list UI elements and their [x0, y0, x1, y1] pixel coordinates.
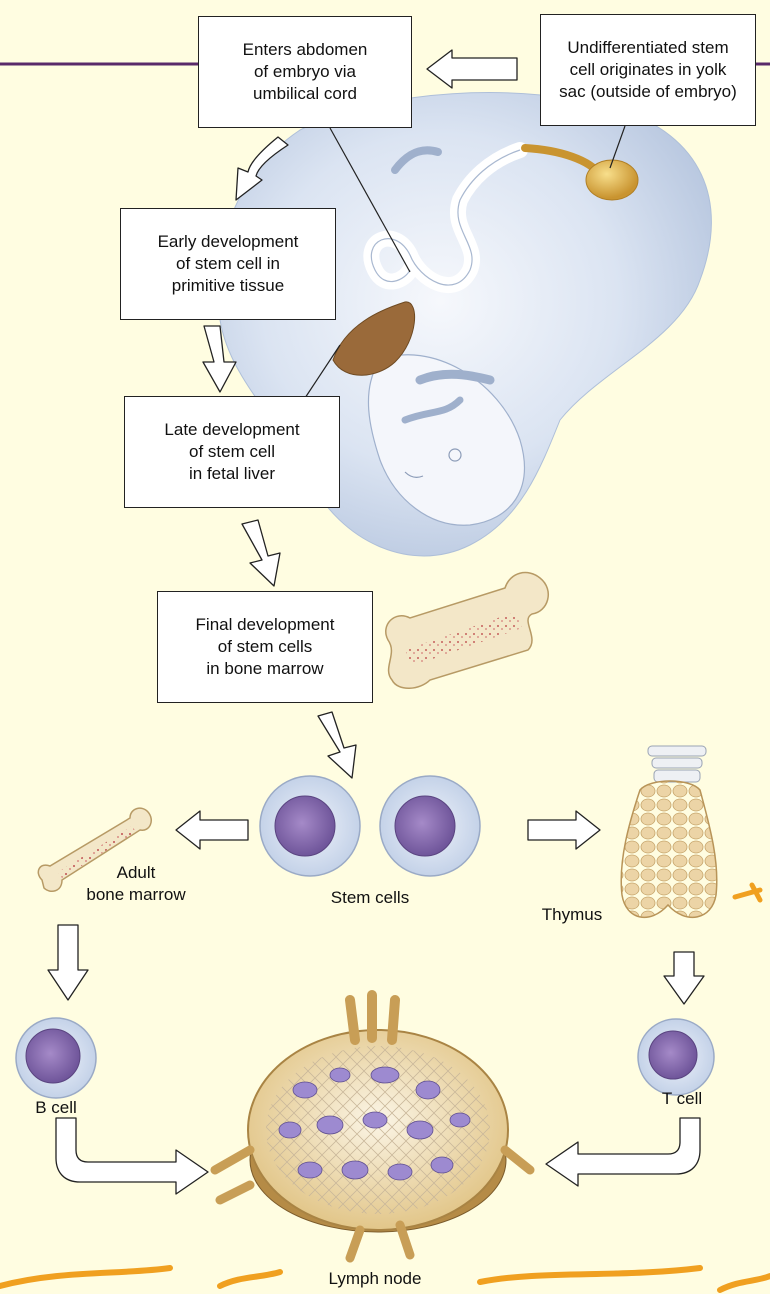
label-lymph-node: Lymph node	[328, 1269, 422, 1288]
fetal-liver-illustration	[332, 301, 416, 376]
t-cell-illustration	[637, 1018, 715, 1096]
label-adult-bone-marrow: Adult bone marrow	[86, 863, 186, 904]
box-yolk-sac: Undifferentiated stem cell originates in…	[540, 14, 756, 126]
stem-cell-left	[259, 775, 361, 877]
arrow-bcell-to-lymph	[55, 1117, 209, 1195]
stem-cell-right	[379, 775, 481, 877]
adult-bone-illustration	[37, 807, 152, 893]
arrow-stem-to-bone	[175, 810, 249, 850]
connector-liver	[304, 344, 341, 399]
lymph-node-illustration	[210, 990, 535, 1263]
thymus-illustration	[620, 745, 718, 919]
arrow-late-to-final	[241, 519, 281, 587]
arrow-abdomen-to-early	[235, 136, 289, 201]
embryo-illustration	[217, 92, 712, 557]
box-final-development: Final development of stem cells in bone …	[157, 591, 373, 703]
box-late-development: Late development of stem cell in fetal l…	[124, 396, 340, 508]
label-b-cell: B cell	[35, 1098, 77, 1117]
label-stem-cells: Stem cells	[330, 888, 410, 907]
annotation-scribble-bottom	[0, 1265, 770, 1293]
label-t-cell: T cell	[661, 1089, 703, 1108]
arrow-bone-to-bcell	[47, 924, 89, 1001]
annotation-mark-right	[732, 882, 763, 903]
box-enters-abdomen: Enters abdomen of embryo via umbilical c…	[198, 16, 412, 128]
connector-abdomen	[329, 127, 411, 273]
arrow-yolk-to-abdomen	[426, 49, 518, 89]
yolk-sac-illustration	[521, 144, 639, 201]
arrow-tcell-to-lymph	[545, 1117, 701, 1187]
b-cell-illustration	[15, 1017, 97, 1099]
connector-yolk	[609, 125, 626, 169]
bone-illustration	[385, 571, 550, 689]
arrow-thymus-to-tcell	[663, 951, 705, 1005]
arrow-stem-to-thymus	[527, 810, 601, 850]
box-early-development: Early development of stem cell in primit…	[120, 208, 336, 320]
arrow-early-to-late	[202, 325, 237, 393]
label-thymus: Thymus	[541, 905, 603, 924]
arrow-final-to-stem	[317, 711, 357, 779]
